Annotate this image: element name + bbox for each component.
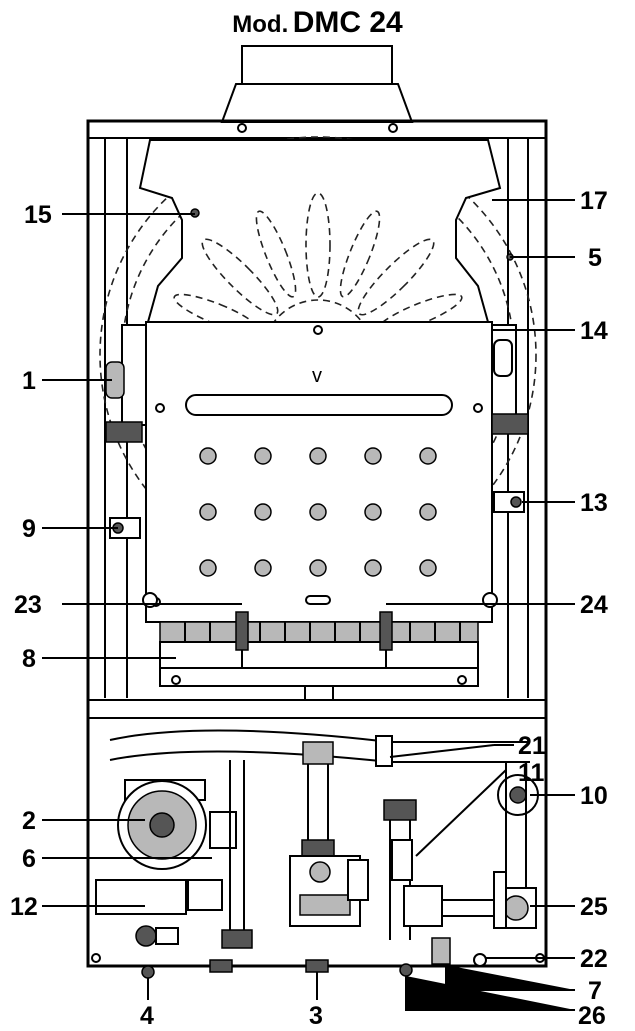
callout-5: 5 <box>588 244 602 272</box>
callout-3: 3 <box>309 1002 323 1030</box>
callout-4: 4 <box>140 1002 154 1030</box>
callout-labels: 15 17 5 14 1 13 9 23 24 8 21 11 10 2 6 1… <box>10 187 608 1030</box>
callout-12: 12 <box>10 893 38 921</box>
svg-text:v: v <box>312 365 322 387</box>
callout-8: 8 <box>22 645 36 673</box>
side-components <box>105 324 529 608</box>
callout-22: 22 <box>580 945 608 973</box>
callout-21: 21 <box>518 732 546 760</box>
callout-23: 23 <box>14 591 42 619</box>
callout-11: 11 <box>518 759 545 787</box>
callout-7: 7 <box>588 977 602 1005</box>
diagram-title: Mod. DMC 24 <box>0 6 635 40</box>
callout-17: 17 <box>580 187 608 215</box>
lower-plumbing <box>91 729 545 979</box>
flue-outlet <box>220 45 414 123</box>
combustion-chamber: v <box>145 321 493 623</box>
title-prefix: Mod. <box>232 11 289 38</box>
title-model: DMC 24 <box>292 6 403 39</box>
callout-2: 2 <box>22 807 36 835</box>
callout-15: 15 <box>24 201 52 229</box>
callout-13: 13 <box>580 489 608 517</box>
callout-1: 1 <box>22 367 36 395</box>
callout-26: 26 <box>578 1002 606 1030</box>
callout-25: 25 <box>580 893 608 921</box>
callout-24: 24 <box>580 591 608 619</box>
callout-10: 10 <box>580 782 608 810</box>
burner <box>159 611 479 701</box>
leader-lines <box>42 199 575 1011</box>
callout-9: 9 <box>22 515 36 543</box>
fan-hood <box>138 139 514 323</box>
callout-14: 14 <box>580 317 608 345</box>
callout-6: 6 <box>22 845 36 873</box>
